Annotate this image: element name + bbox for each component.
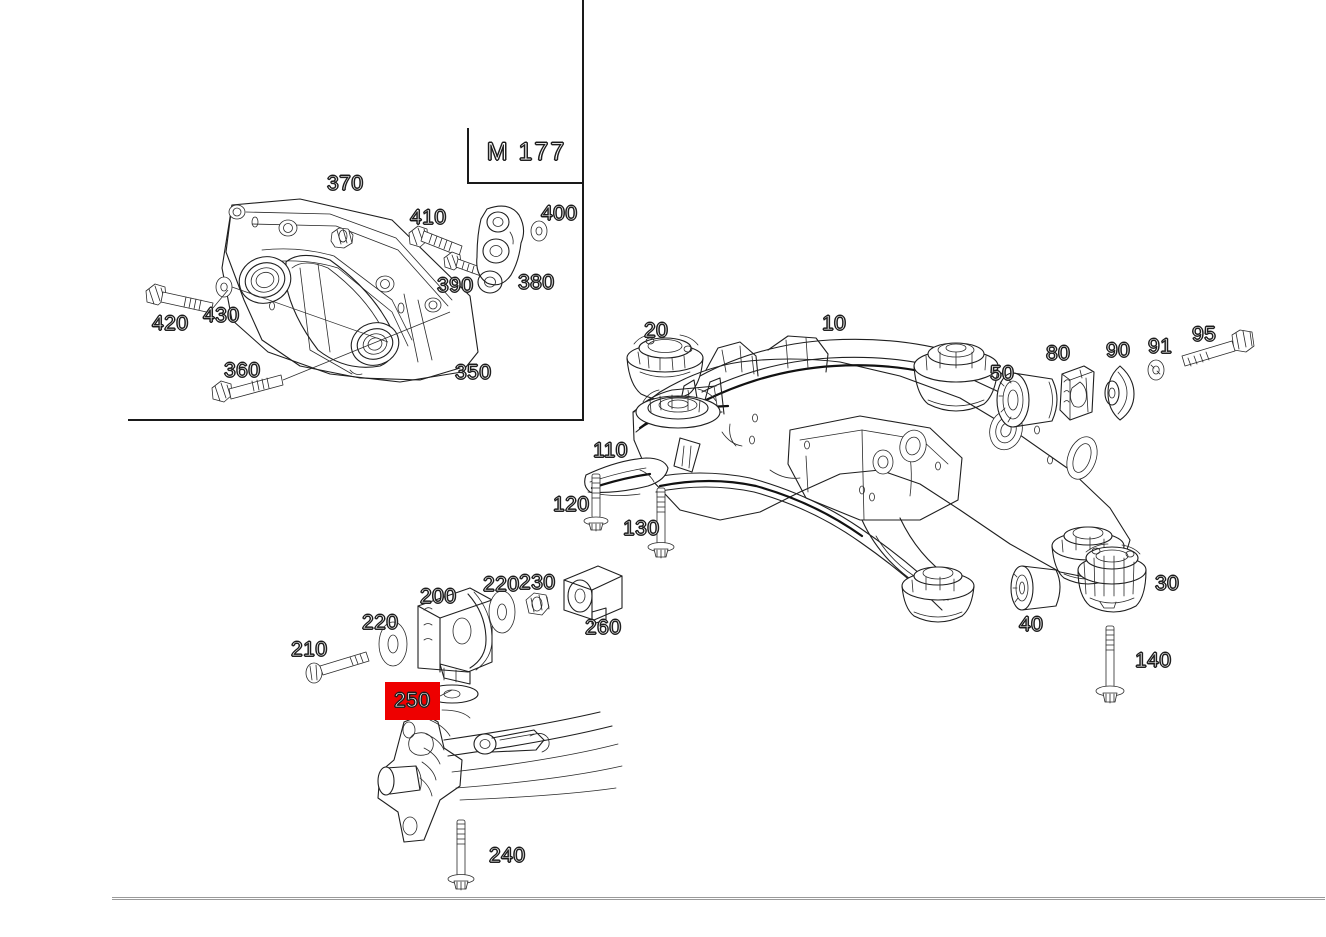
callout-260[interactable]: 260 bbox=[585, 616, 622, 639]
callout-430[interactable]: 430 bbox=[203, 304, 240, 327]
callout-50[interactable]: 50 bbox=[989, 362, 1015, 385]
part-91-washer bbox=[1147, 359, 1165, 381]
engine-variant-label: M 177 bbox=[486, 137, 567, 166]
callout-410[interactable]: 410 bbox=[410, 206, 447, 229]
callout-210[interactable]: 210 bbox=[291, 638, 328, 661]
part-220-washer-left bbox=[378, 621, 408, 667]
part-120-bolt bbox=[583, 473, 609, 532]
part-130-bolt bbox=[647, 487, 675, 559]
callout-400[interactable]: 400 bbox=[541, 202, 578, 225]
mount-seat-lower-left bbox=[901, 566, 975, 623]
part-410-bolt bbox=[408, 225, 463, 257]
part-95-bolt bbox=[1181, 329, 1255, 367]
part-80-bracket bbox=[1059, 365, 1095, 421]
callout-80[interactable]: 80 bbox=[1045, 342, 1071, 365]
footer-divider bbox=[112, 897, 1325, 900]
callout-110[interactable]: 110 bbox=[593, 439, 628, 462]
part-430-washer bbox=[215, 276, 389, 343]
callout-10[interactable]: 10 bbox=[821, 312, 847, 335]
part-390-bolt bbox=[443, 251, 484, 277]
callout-91[interactable]: 91 bbox=[1147, 335, 1173, 358]
callout-90[interactable]: 90 bbox=[1105, 339, 1131, 362]
callout-20[interactable]: 20 bbox=[643, 319, 669, 342]
part-220-washer-right bbox=[488, 590, 516, 634]
callout-95[interactable]: 95 bbox=[1191, 323, 1217, 346]
callout-220-left[interactable]: 220 bbox=[362, 611, 399, 634]
callout-370[interactable]: 370 bbox=[327, 172, 364, 195]
part-30-mount-bushing bbox=[1077, 543, 1147, 613]
mount-seat-front-left bbox=[635, 388, 721, 429]
main-subframe-drawing bbox=[305, 329, 1255, 891]
rear-wheel-carrier-knuckle bbox=[377, 709, 623, 843]
callout-380[interactable]: 380 bbox=[518, 271, 555, 294]
callout-120[interactable]: 120 bbox=[553, 493, 590, 516]
inset-differential-carrier-drawing bbox=[145, 198, 548, 403]
part-240-bolt bbox=[447, 819, 475, 891]
callout-230[interactable]: 230 bbox=[519, 571, 556, 594]
callout-240[interactable]: 240 bbox=[489, 844, 526, 867]
part-400-washer bbox=[530, 220, 548, 242]
callout-420[interactable]: 420 bbox=[152, 312, 189, 335]
callout-40[interactable]: 40 bbox=[1018, 613, 1044, 636]
part-20-mount-bushing bbox=[626, 334, 704, 401]
mount-seat-rear-right bbox=[913, 342, 999, 412]
arm-bushing-eye bbox=[473, 729, 545, 755]
part-90-conical-washer bbox=[1104, 365, 1135, 421]
callout-130[interactable]: 130 bbox=[623, 517, 660, 540]
part-380-bracket bbox=[476, 205, 525, 294]
callout-140[interactable]: 140 bbox=[1135, 649, 1172, 672]
part-40-sleeve bbox=[1010, 565, 1061, 611]
part-260-mount-block bbox=[563, 565, 623, 625]
callout-30[interactable]: 30 bbox=[1154, 572, 1180, 595]
part-360-bolt bbox=[211, 311, 451, 403]
callout-200[interactable]: 200 bbox=[420, 585, 457, 608]
callout-350[interactable]: 350 bbox=[455, 361, 492, 384]
part-370-nut bbox=[330, 227, 354, 249]
callout-250-highlighted[interactable]: 250 bbox=[385, 682, 440, 720]
part-210-bolt bbox=[305, 651, 370, 684]
engine-variant-badge: M 177 bbox=[467, 128, 584, 184]
callout-390[interactable]: 390 bbox=[437, 274, 474, 297]
part-50-bushing bbox=[996, 372, 1058, 428]
part-200-mount-bracket bbox=[417, 587, 493, 685]
part-420-bolt bbox=[145, 283, 229, 314]
part-140-bolt bbox=[1095, 625, 1125, 704]
part-230-spacer-nut bbox=[525, 592, 550, 616]
callout-220-right[interactable]: 220 bbox=[483, 573, 520, 596]
callout-360[interactable]: 360 bbox=[224, 359, 261, 382]
